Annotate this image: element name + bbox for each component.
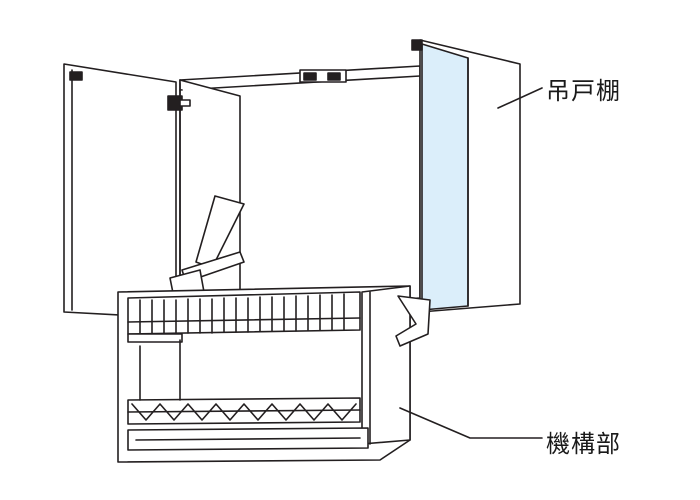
cabinet-body	[179, 65, 421, 313]
cabinet-label: 吊戸棚	[546, 77, 621, 105]
lift-arm-right	[395, 295, 431, 347]
left-door-hinge-icon	[69, 71, 191, 111]
upper-dish-rack	[127, 293, 361, 335]
mechanism-label: 機構部	[546, 430, 621, 458]
ceiling-hinge-icon	[299, 69, 347, 83]
cabinet-callout-line	[497, 87, 543, 109]
right-door	[411, 39, 521, 313]
lower-dish-rack	[127, 397, 361, 425]
right-door-glass	[421, 43, 469, 311]
mechanism-unit	[117, 285, 431, 463]
cabinet-left-wall	[179, 79, 241, 301]
cabinet-ceiling-edge	[179, 75, 421, 91]
callout-lines	[399, 87, 543, 439]
mechanism-callout-line	[399, 407, 543, 439]
right-door-hinge-icon	[411, 39, 423, 51]
